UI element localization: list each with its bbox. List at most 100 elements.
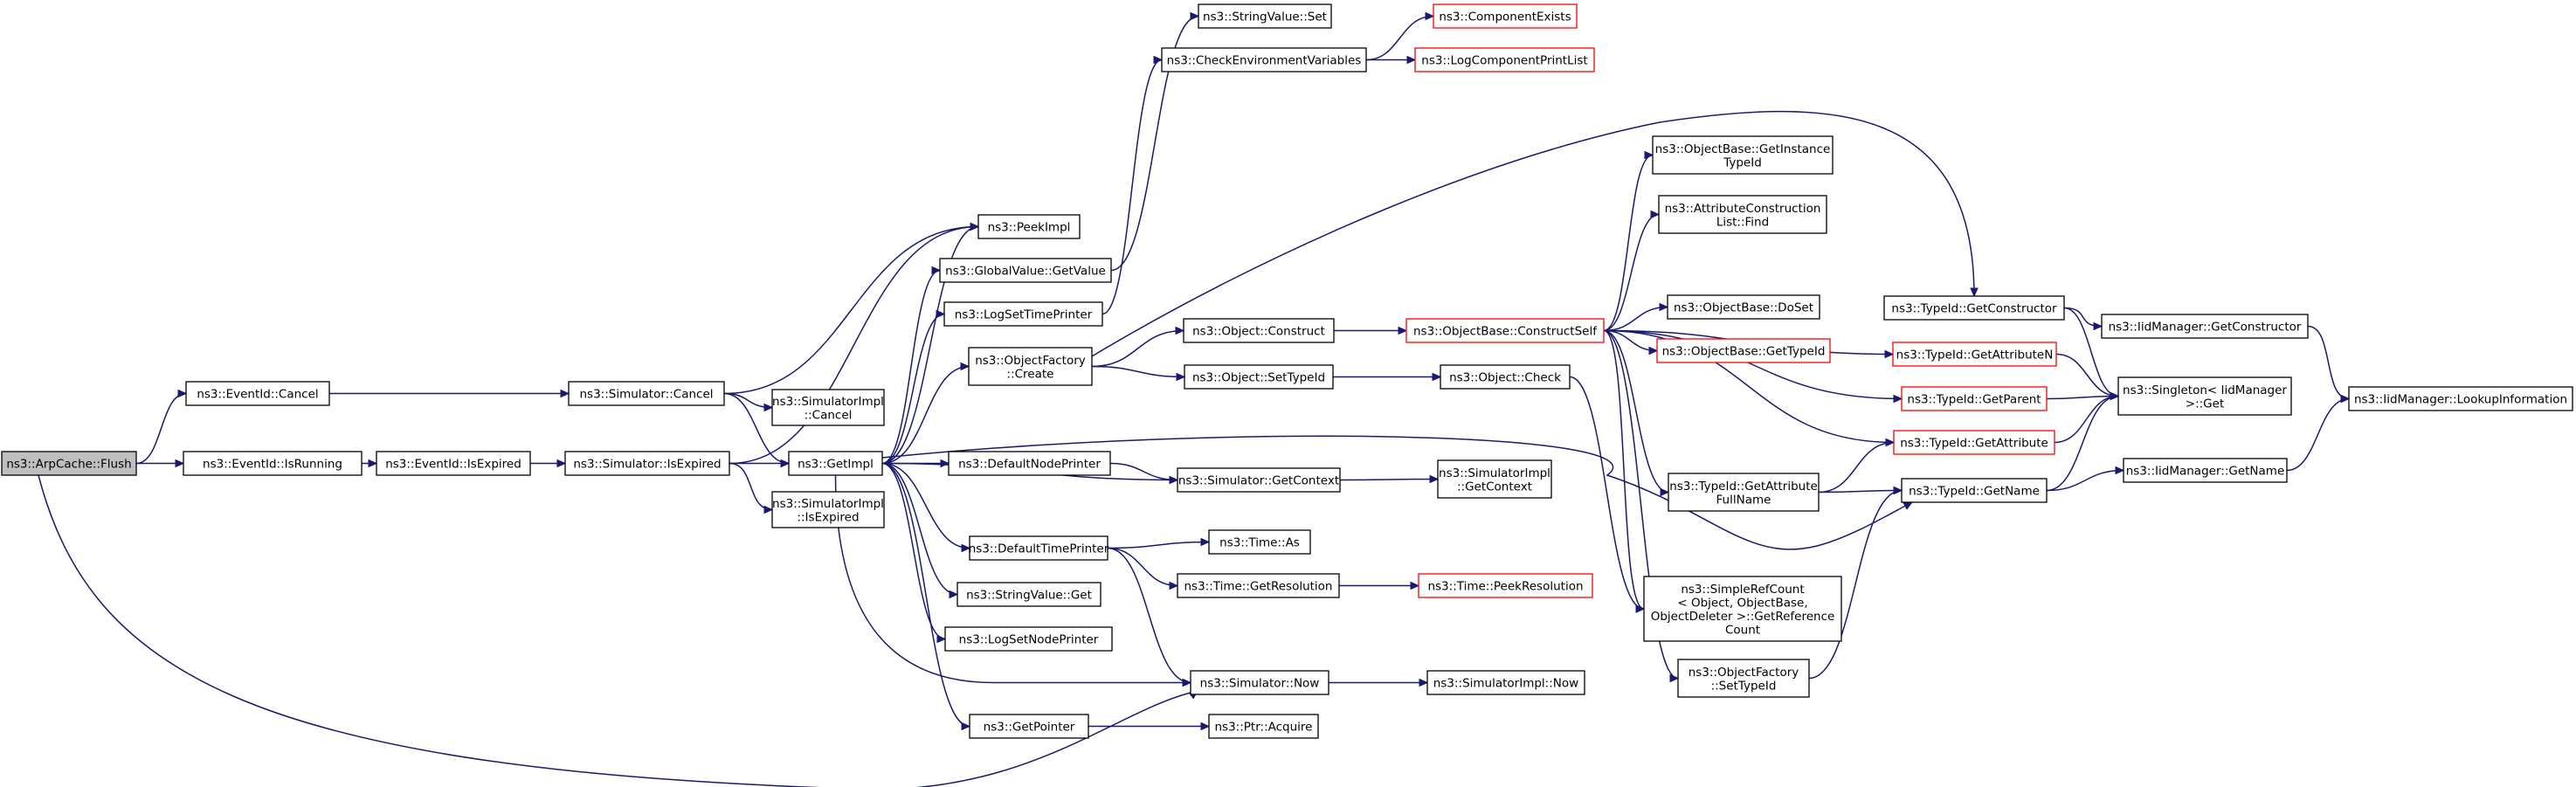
node-label: ns3::Object::Construct: [1192, 325, 1325, 339]
node-defaulttimeprinter[interactable]: ns3::DefaultTimePrinter: [969, 535, 1109, 561]
node-stringvalueget[interactable]: ns3::StringValue::Get: [957, 582, 1102, 607]
node-typeidgetconstructor[interactable]: ns3::TypeId::GetConstructor: [1883, 295, 2065, 321]
arrowhead-lookupinformation: [2340, 394, 2351, 404]
node-objectsettypeid[interactable]: ns3::Object::SetTypeId: [1184, 364, 1334, 390]
arrowhead-isexpired: [368, 459, 378, 468]
edge-objectcheck-to-simplerefcount: [1569, 376, 1645, 610]
node-isrunning[interactable]: ns3::EventId::IsRunning: [183, 451, 363, 476]
node-globalvalue[interactable]: ns3::GlobalValue::GetValue: [939, 258, 1112, 283]
node-box: [1892, 342, 2057, 367]
node-timegetresolution[interactable]: ns3::Time::GetResolution: [1177, 573, 1340, 598]
edge-checkenv-to-componentexists: [1365, 15, 1434, 61]
node-label: ns3::ObjectFactory: [1689, 666, 1799, 680]
node-label: ns3::Simulator::Cancel: [579, 388, 713, 402]
node-getpointer[interactable]: ns3::GetPointer: [969, 714, 1089, 739]
arrowhead-defaultnodeprinter: [940, 459, 950, 468]
edge-constructself-to-simplerefcount: [1603, 329, 1645, 610]
edge-typeidgetname-to-singletonget: [2046, 395, 2119, 492]
node-objbasegettypeid[interactable]: ns3::ObjectBase::GetTypeId: [1656, 338, 1831, 363]
node-label: ns3::LogComponentPrintList: [1421, 54, 1587, 68]
node-box: [1652, 135, 1834, 175]
node-label: ns3::TypeId::GetConstructor: [1891, 302, 2057, 316]
node-cancel[interactable]: ns3::EventId::Cancel: [185, 381, 330, 406]
node-simimplnow[interactable]: ns3::SimulatorImpl::Now: [1426, 670, 1585, 695]
node-timeas[interactable]: ns3::Time::As: [1208, 529, 1311, 555]
edge-iidgetname-to-lookupinformation: [2286, 397, 2350, 472]
node-box: [1656, 338, 1831, 363]
node-label: >::Get: [2186, 397, 2224, 411]
node-box: [943, 301, 1103, 327]
node-flush[interactable]: ns3::ArpCache::Flush: [1, 451, 137, 476]
edge-getimpl-to-peekimpl: [881, 225, 979, 465]
arrowhead-getattributefullname: [1660, 487, 1670, 497]
node-defaultnodeprinter[interactable]: ns3::DefaultNodePrinter: [948, 451, 1111, 476]
edge-typeidgetattributen-to-singletonget: [2055, 353, 2119, 397]
node-stringvalueset[interactable]: ns3::StringValue::Set: [1198, 3, 1332, 29]
node-simimplgetcontext[interactable]: ns3::SimulatorImpl::GetContext: [1437, 459, 1552, 499]
node-box: [568, 381, 725, 406]
node-simimplcancel[interactable]: ns3::SimulatorImpl::Cancel: [771, 389, 885, 426]
node-label: ns3::IidManager::LookupInformation: [2354, 393, 2567, 407]
node-ptracquire[interactable]: ns3::Ptr::Acquire: [1208, 714, 1319, 739]
node-simgetcontext[interactable]: ns3::Simulator::GetContext: [1177, 467, 1341, 493]
node-box: [1668, 473, 1820, 512]
node-timepeekresolution[interactable]: ns3::Time::PeekResolution: [1418, 573, 1593, 598]
node-typeidgetparent[interactable]: ns3::TypeId::GetParent: [1901, 386, 2048, 411]
node-label: ::Cancel: [805, 408, 853, 422]
node-singletonget[interactable]: ns3::Singleton< IidManager >::Get: [2117, 376, 2292, 416]
node-typeidgetattributen[interactable]: ns3::TypeId::GetAttributeN: [1892, 342, 2057, 367]
node-componentexists[interactable]: ns3::ComponentExists: [1433, 3, 1578, 29]
node-simimplisexpired[interactable]: ns3::SimulatorImpl::IsExpired: [771, 491, 885, 528]
node-objfactorycreate[interactable]: ns3::ObjectFactory::Create: [968, 347, 1093, 386]
node-label: ns3::TypeId::GetName: [1909, 485, 2040, 499]
node-box: [1161, 47, 1367, 72]
node-constructself[interactable]: ns3::ObjectBase::ConstructSelf: [1405, 318, 1605, 343]
node-doset[interactable]: ns3::ObjectBase::DoSet: [1667, 294, 1820, 320]
node-logcomponentprintlist[interactable]: ns3::LogComponentPrintList: [1414, 47, 1595, 72]
arrowhead-constructself: [1398, 326, 1408, 335]
node-label: ns3::SimulatorImpl: [772, 395, 884, 409]
node-label: ns3::Object::Check: [1449, 371, 1561, 385]
node-label: ns3::Simulator::Now: [1200, 677, 1320, 691]
arrowhead-cancel: [177, 389, 188, 398]
edge-logsettimeprinter-to-checkenv: [1102, 59, 1163, 315]
node-label: ns3::GetImpl: [798, 458, 874, 472]
arrowhead-objectconstruct: [1175, 326, 1185, 335]
node-logsettimeprinter[interactable]: ns3::LogSetTimePrinter: [943, 301, 1103, 327]
node-box: [771, 389, 885, 426]
arrowhead-globalvalue: [931, 266, 942, 275]
node-simplerefcount[interactable]: ns3::SimpleRefCount< Object, ObjectBase,…: [1643, 576, 1842, 642]
node-label: ns3::TypeId::GetAttribute: [1900, 437, 2048, 451]
node-simcancel[interactable]: ns3::Simulator::Cancel: [568, 381, 725, 406]
node-objfactorysettypeid[interactable]: ns3::ObjectFactory::SetTypeId: [1677, 659, 1810, 698]
edge-constructself-to-getinstancetypeid: [1603, 154, 1654, 332]
node-simisexpired[interactable]: ns3::Simulator::IsExpired: [564, 451, 730, 476]
node-typeidgetattribute[interactable]: ns3::TypeId::GetAttribute: [1893, 430, 2055, 455]
arrowhead-checkenv: [1153, 55, 1164, 65]
node-objectcheck[interactable]: ns3::Object::Check: [1440, 364, 1571, 390]
node-label: ns3::DefaultTimePrinter: [969, 542, 1109, 556]
node-box: [1184, 364, 1334, 390]
node-lookupinformation[interactable]: ns3::IidManager::LookupInformation: [2348, 386, 2573, 411]
edge-simisexpired-to-simimplisexpired: [729, 462, 773, 511]
arrowhead-isrunning: [175, 459, 185, 468]
node-typeidgetname[interactable]: ns3::TypeId::GetName: [1901, 478, 2048, 503]
node-label: ns3::Ptr::Acquire: [1215, 721, 1313, 735]
node-getimpl[interactable]: ns3::GetImpl: [788, 451, 883, 476]
node-checkenv[interactable]: ns3::CheckEnvironmentVariables: [1161, 47, 1367, 72]
node-logsetnodeprinter[interactable]: ns3::LogSetNodePrinter: [944, 626, 1113, 652]
node-box: [788, 451, 883, 476]
arrowhead-simimplisexpired: [763, 505, 774, 514]
node-simnow[interactable]: ns3::Simulator::Now: [1190, 670, 1329, 695]
node-iidgetconstructor[interactable]: ns3::IidManager::GetConstructor: [2101, 314, 2309, 339]
node-label: ns3::ComponentExists: [1439, 10, 1571, 24]
node-box: [1, 451, 137, 476]
arrowhead-simimplcancel: [763, 403, 774, 412]
node-iidgetname[interactable]: ns3::IidManager::GetName: [2123, 458, 2288, 483]
node-objectconstruct[interactable]: ns3::Object::Construct: [1183, 318, 1335, 343]
node-peekimpl[interactable]: ns3::PeekImpl: [977, 214, 1081, 239]
node-isexpired[interactable]: ns3::EventId::IsExpired: [376, 451, 531, 476]
